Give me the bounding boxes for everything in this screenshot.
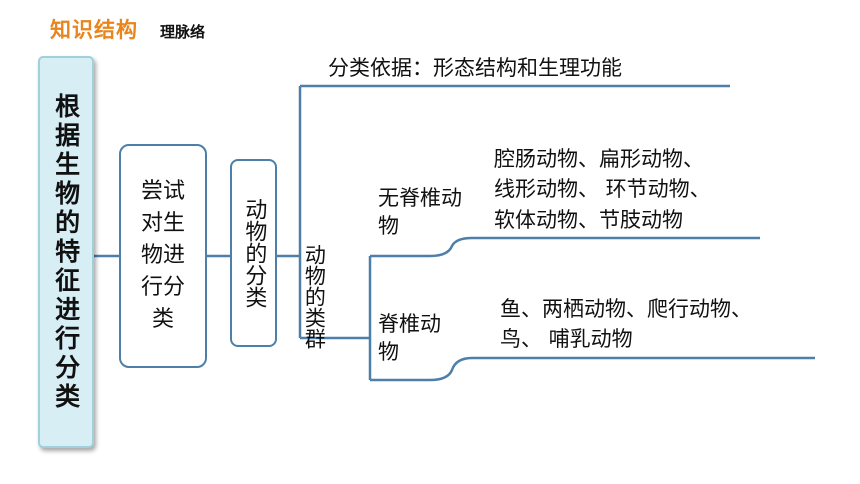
list-item: 线形动物、 环节动物、 — [494, 177, 711, 202]
vertebrate-list: 鱼、两栖动物、爬行动物、 鸟、 哺乳动物 — [500, 294, 752, 355]
list-item: 软体动物、节肢动物 — [494, 207, 683, 232]
animal-groups-label: 动物的类群 — [302, 244, 327, 349]
section-title: 知识结构 — [50, 18, 138, 42]
animal-classification-label: 动物的分类 — [241, 198, 267, 308]
root-node: 根据生物的特征进行分类 — [38, 56, 94, 448]
classify-organisms-node: 尝试对生物进行分类 — [119, 144, 207, 368]
invertebrate-label: 无脊椎动物 — [378, 186, 462, 239]
classify-organisms-label: 尝试对生物进行分类 — [140, 179, 185, 332]
root-label: 根据生物的特征进行分类 — [51, 92, 81, 412]
list-item: 鸟、 哺乳动物 — [500, 327, 633, 352]
section-subtitle: 理脉络 — [160, 23, 206, 41]
vertebrate-underline — [370, 356, 815, 382]
animal-classification-node: 动物的分类 — [230, 159, 277, 347]
list-item: 鱼、两栖动物、爬行动物、 — [500, 297, 752, 321]
classification-basis: 分类依据：形态结构和生理功能 — [328, 56, 622, 80]
invertebrate-list: 腔肠动物、扁形动物、 线形动物、 环节动物、 软体动物、节肢动物 — [494, 144, 711, 235]
list-item: 腔肠动物、扁形动物、 — [494, 147, 704, 171]
vertebrate-label: 脊椎动物 — [378, 312, 441, 365]
invertebrate-underline — [370, 236, 760, 258]
